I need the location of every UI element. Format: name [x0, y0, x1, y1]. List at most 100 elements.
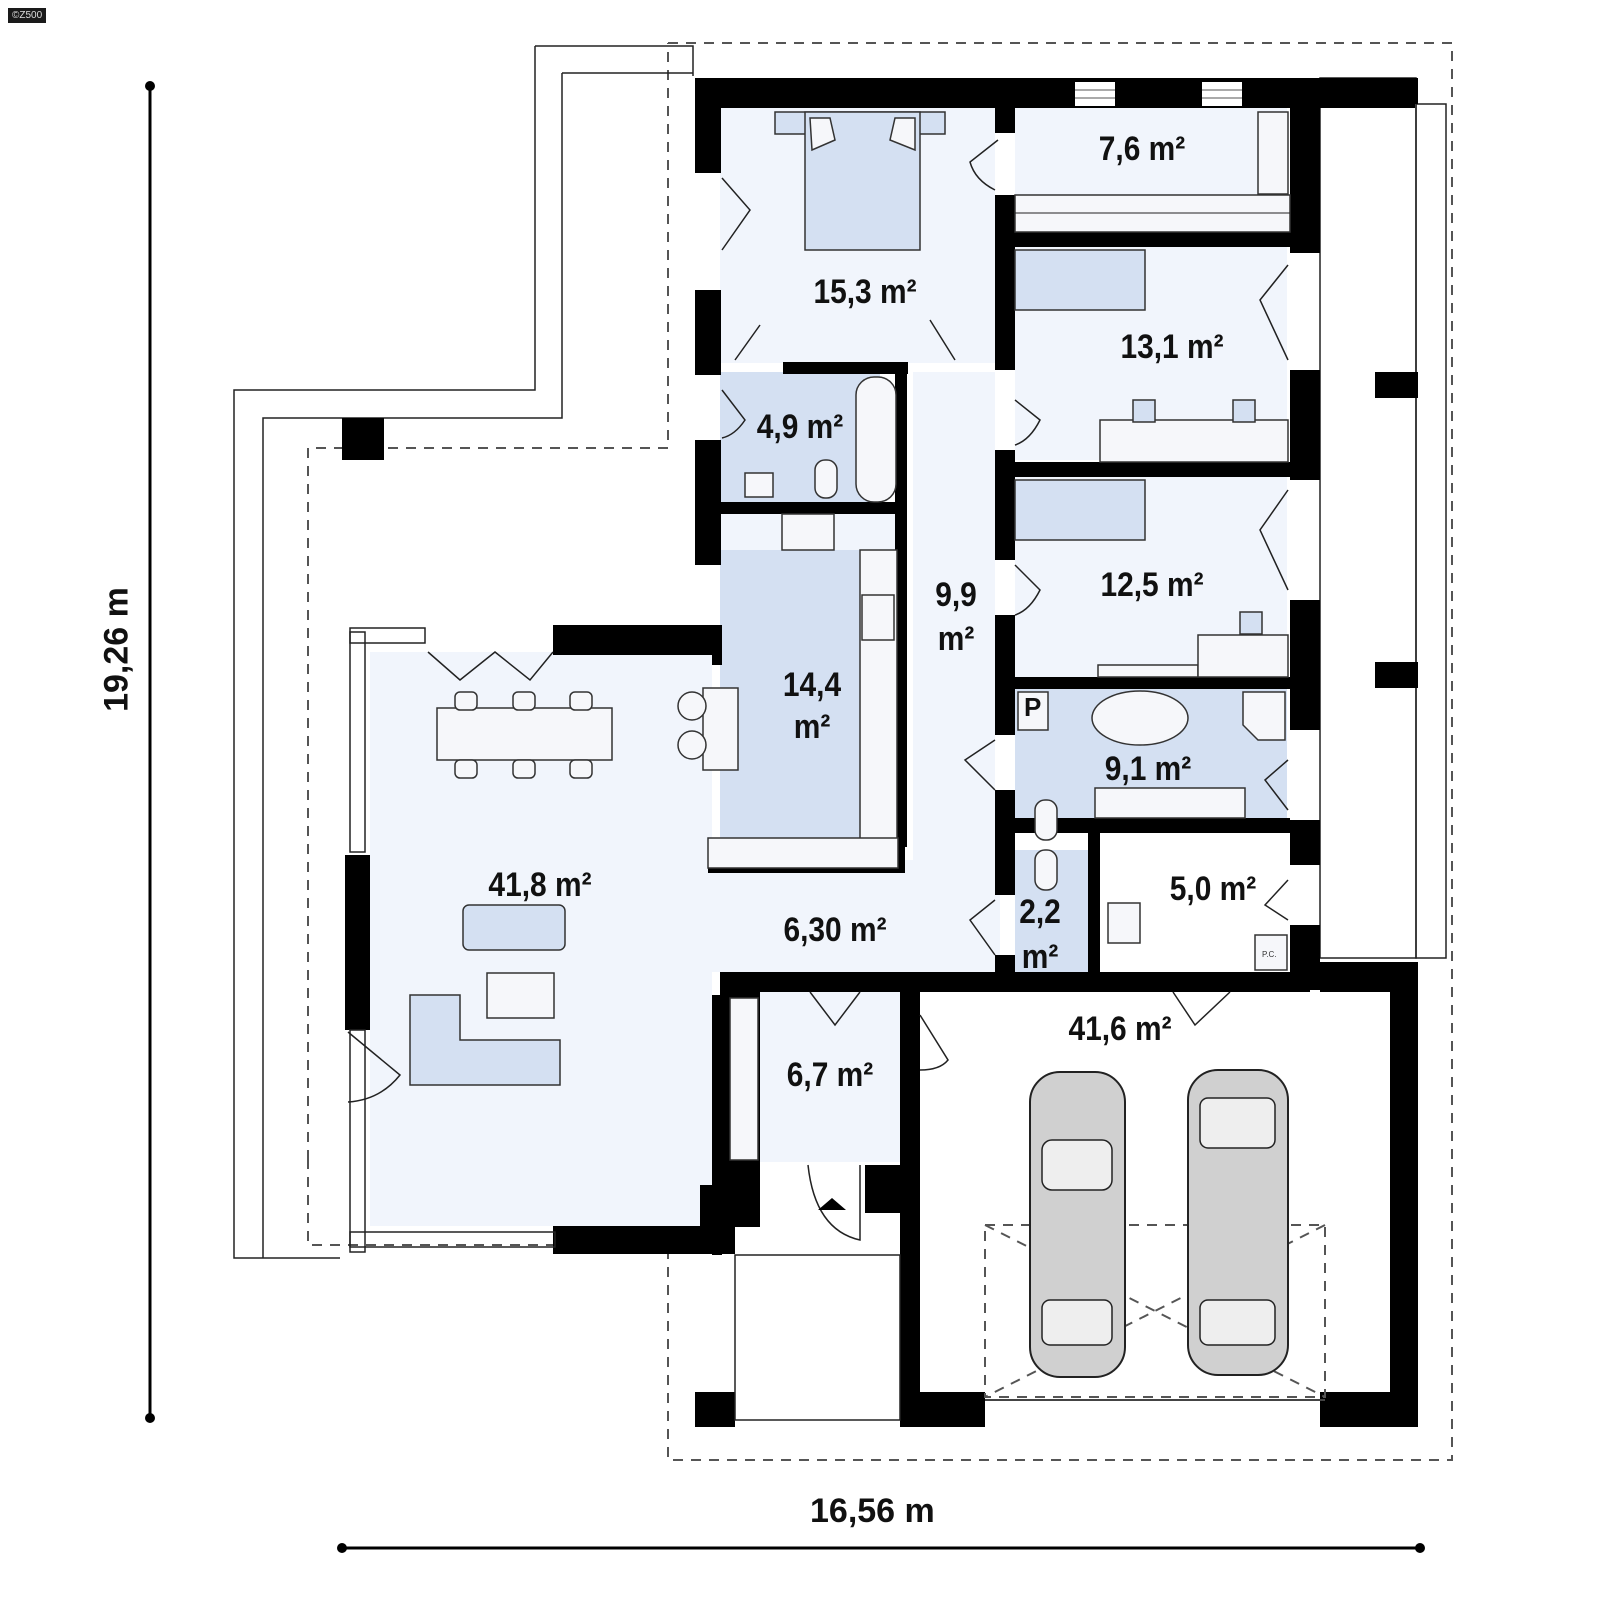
toilet: [1034, 799, 1058, 841]
terrace-column: [342, 418, 384, 460]
right-terrace-edge: [1415, 103, 1447, 959]
room-label-vestibule: 6,7 m²: [786, 1056, 874, 1094]
column: [695, 1392, 735, 1427]
sink: [744, 472, 774, 498]
kitchen-cabinets: [707, 837, 899, 869]
shower: [1242, 691, 1286, 741]
wall: [995, 108, 1015, 133]
sofa: [462, 904, 566, 951]
wall: [1015, 677, 1290, 689]
wall-garage-west: [900, 992, 920, 1427]
wall: [695, 290, 721, 375]
wall-living-west: [345, 855, 370, 1030]
wall: [865, 1165, 905, 1213]
room-label-wardrobe: 7,6 m²: [1098, 130, 1186, 168]
dimension-width: 16,56 m: [810, 1492, 935, 1530]
wall-east: [1290, 78, 1320, 253]
kitchen-floor: [720, 550, 860, 842]
dimension-line-horizontal: [337, 1543, 1425, 1553]
entrance-arrow-icon: [818, 1198, 846, 1210]
chair: [1232, 399, 1256, 423]
terrace-inner-2: [262, 73, 563, 1258]
wall-east: [1290, 370, 1320, 480]
wall: [995, 195, 1015, 370]
boiler: [1254, 934, 1288, 971]
toilet: [1034, 849, 1058, 891]
wall: [720, 502, 900, 514]
bar-stool: [677, 691, 707, 721]
kitchen-counter: [859, 549, 898, 841]
boiler-tag: P.C.: [1262, 950, 1277, 959]
wall-garage-east: [1390, 962, 1418, 1427]
room-label-bathroom-small: 4,9 m²: [756, 408, 844, 446]
dining-table: [436, 691, 613, 779]
room-label-kitchen-1: 14,4: [782, 666, 842, 704]
room-label-bedroom-2: 13,1 m²: [1120, 328, 1224, 366]
cooktop: [861, 594, 895, 641]
pantry-mark: P: [1024, 692, 1042, 722]
single-bed: [1014, 249, 1146, 311]
wall: [1320, 1392, 1418, 1427]
wall-east: [1290, 820, 1320, 865]
wall-living-north: [553, 625, 718, 655]
room-label-entry-hall: 6,30 m²: [783, 911, 887, 949]
room-label-hall-2: m²: [937, 620, 975, 658]
wall: [783, 362, 908, 374]
room-wardrobe: [1015, 108, 1287, 195]
car-icon: [1029, 1071, 1126, 1378]
room-label-bathroom-main: 9,1 m²: [1104, 750, 1192, 788]
corner-sofa: [409, 994, 561, 1086]
wall: [695, 78, 721, 173]
room-label-garage: 41,6 m²: [1068, 1010, 1172, 1048]
window-left: [349, 631, 366, 853]
chair: [1239, 611, 1263, 635]
wall: [995, 615, 1015, 735]
room-label-master-bedroom: 15,3 m²: [813, 273, 917, 311]
window-bottom: [349, 1231, 556, 1248]
kitchen-sink: [781, 513, 835, 551]
room-vestibule: [760, 992, 905, 1162]
toilet: [814, 459, 838, 499]
terrace-line: [535, 45, 694, 76]
washing-machine: [1107, 902, 1141, 944]
window: [1075, 82, 1242, 106]
terrace-outline: [233, 46, 536, 1259]
wardrobe-shelving: [729, 111, 1291, 1161]
double-vanity: [1094, 787, 1246, 819]
window-top: [349, 627, 426, 644]
wall: [995, 450, 1015, 560]
window-left: [349, 1029, 366, 1253]
wall-living-south: [553, 1226, 735, 1254]
watermark: ©Z500: [8, 8, 47, 23]
coffee-table: [486, 972, 555, 1019]
wall: [712, 995, 722, 1255]
room-label-wc-2: m²: [1021, 938, 1059, 976]
room-entry-hall: [700, 860, 1000, 972]
room-label-hall-1: 9,9: [935, 576, 977, 614]
bar-stool: [677, 730, 707, 760]
wall: [1015, 232, 1290, 247]
roof-outline-dashed: [307, 42, 1453, 1461]
pantry-box: [1017, 691, 1049, 731]
room-label-utility: 5,0 m²: [1169, 870, 1257, 908]
roof-outline-dashed-2: [307, 43, 669, 1160]
right-terrace: [1319, 77, 1417, 959]
kitchen-island: [702, 687, 739, 771]
wall: [995, 955, 1015, 985]
chair: [1132, 399, 1156, 423]
porch: [734, 1254, 901, 1421]
room-label-living-dining: 41,8 m²: [488, 866, 592, 904]
dimension-line-vertical: [145, 81, 155, 1423]
desk: [1099, 419, 1289, 463]
room-hall: [913, 372, 995, 867]
wall-east: [1290, 600, 1320, 730]
room-label-wc-1: 2,2: [1019, 893, 1061, 931]
desk: [1197, 634, 1289, 678]
wall: [695, 440, 721, 565]
doors: [347, 139, 1289, 1241]
column: [1375, 372, 1418, 398]
wall: [995, 790, 1015, 895]
dimension-height: 19,26 m: [97, 587, 136, 712]
car-icon: [1187, 1069, 1289, 1376]
